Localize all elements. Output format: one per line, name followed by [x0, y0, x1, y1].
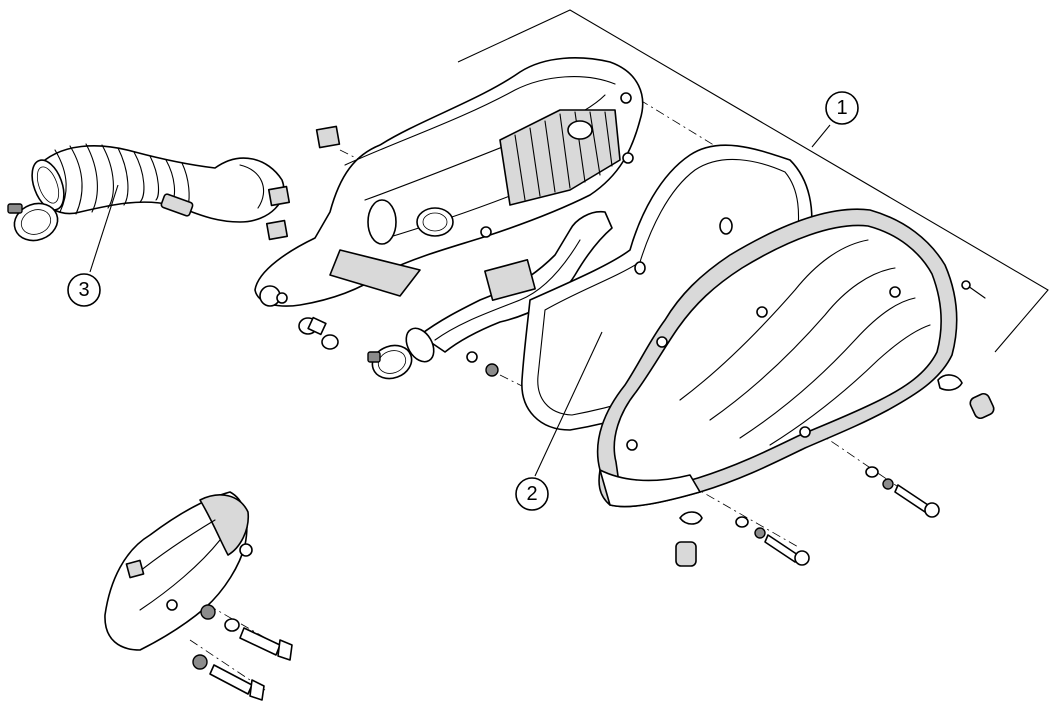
airbox-rear-housing	[254, 57, 644, 307]
callout-1-leader	[811, 124, 831, 148]
callout-3: 3	[67, 273, 101, 307]
lower-bracket	[104, 491, 253, 651]
assembly-bracket	[457, 9, 1049, 353]
drain-clip-bottom	[675, 511, 703, 567]
long-bolt-right	[865, 466, 940, 518]
intake-hose	[7, 143, 285, 242]
callout-3-label: 3	[78, 279, 89, 301]
airbox-front-cover	[596, 208, 958, 508]
rear-housing-bolts	[298, 316, 339, 350]
inlet-duct	[367, 210, 613, 380]
callout-1-label: 1	[836, 97, 847, 119]
long-bolt-bottom	[735, 516, 810, 566]
cover-screw	[961, 280, 986, 299]
callout-2-label: 2	[526, 483, 537, 505]
lower-bracket-bolts	[192, 604, 293, 701]
callout-2: 2	[515, 477, 549, 511]
callout-1: 1	[825, 91, 859, 125]
callout-2-leader	[534, 331, 603, 477]
drain-clip-right	[937, 374, 995, 420]
callout-3-leader	[89, 184, 119, 273]
